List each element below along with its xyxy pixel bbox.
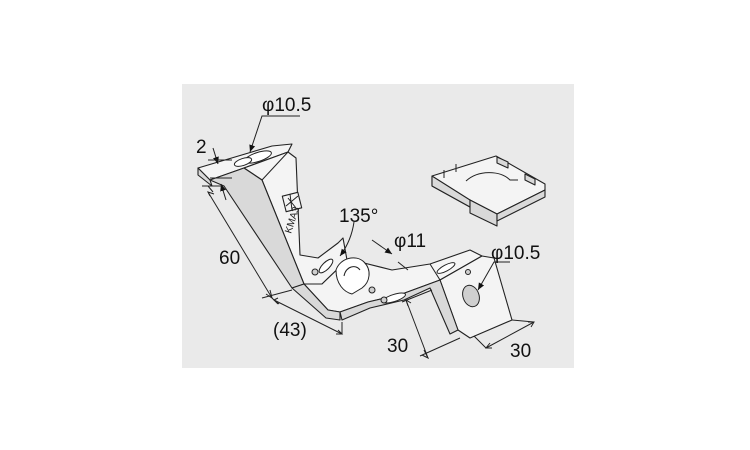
dimension-label-height: 60 bbox=[219, 248, 240, 269]
dimension-label-hole-top: φ10.5 bbox=[262, 95, 311, 116]
dimension-lines bbox=[202, 115, 535, 360]
dimension-label-hole-middle: φ11 bbox=[394, 231, 426, 252]
dimension-label-thickness: 2 bbox=[196, 137, 207, 158]
dimension-label-base-length: (43) bbox=[273, 320, 307, 341]
dimension-label-flange-height: 30 bbox=[387, 336, 408, 357]
dimension-label-angle: 135° bbox=[339, 206, 378, 227]
dimension-label-hole-right: φ10.5 bbox=[491, 243, 540, 264]
bracket-main-body bbox=[197, 143, 513, 339]
dimension-label-flange-width: 30 bbox=[510, 341, 531, 362]
spacer-plate bbox=[431, 155, 546, 227]
